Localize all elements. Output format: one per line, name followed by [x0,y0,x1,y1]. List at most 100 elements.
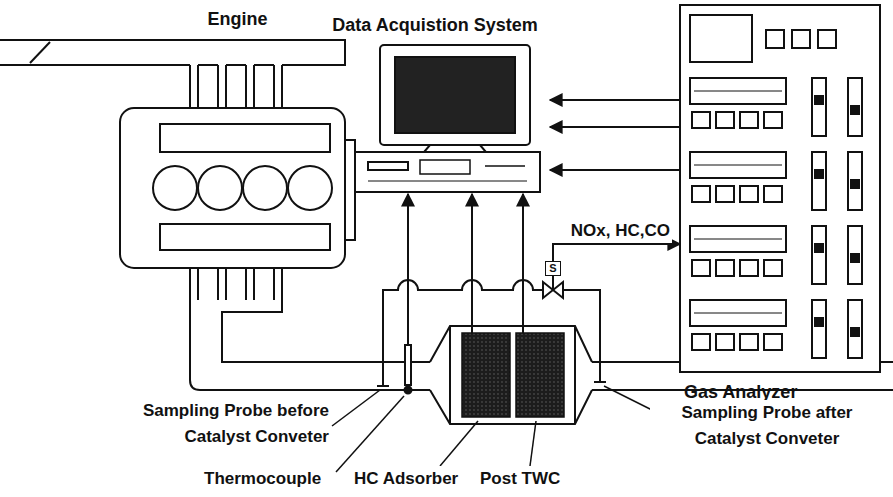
gas-analyzer-panel [812,300,826,358]
computer-drawing [355,45,540,192]
gas-analyzer-panel [716,260,734,276]
gas-analyzer-panel [815,318,823,326]
gas-analyzer-panel [692,186,710,202]
engine-drawing [243,166,287,210]
gas-analyzer-panel [694,239,782,240]
sensor-signal-lines [405,387,412,394]
gas-analyzer-panel [740,260,758,276]
gas-analyzer-panel [766,30,784,48]
data-acquisition-system: Data Acquistion System [320,14,550,194]
sampling-lines [377,276,606,386]
sampling-lines [377,385,389,387]
gas-analyzer-panel [694,91,782,92]
sampling-lines [594,381,606,383]
computer-drawing [420,160,470,174]
gas-analyzer: Gas Analyzer [680,5,882,403]
node-text: Data Acquistion System [332,14,537,37]
sampling-lines [552,276,554,290]
gas-analyzer-panel [764,186,782,202]
computer-drawing [368,181,527,182]
computer-drawing [355,152,540,192]
engine-drawing [190,300,430,390]
catalyst-converter [430,326,592,424]
hc-adsorber-brick [462,333,510,417]
part-label: Post TWC [478,466,562,492]
gas-analyzer-panel [694,313,782,314]
signal-arrow [550,169,680,171]
sensor-signal-lines [405,345,411,385]
computer-drawing [395,57,515,133]
node-text: S [549,263,556,274]
gas-analyzer-panel [851,106,859,114]
engine-drawing [160,124,330,152]
sampling-lines [383,280,600,386]
gas-analyzer-panel [764,334,782,350]
gas-analyzer-panel [815,96,823,104]
sensor-signal-lines [405,194,524,394]
gas-analyzer-panel [848,152,862,210]
gas-analyzer-panel [764,260,782,276]
gas-analyzer-panel [716,112,734,128]
node-text: Engine [207,8,267,31]
solenoid-valve-box: S [545,261,561,276]
part-label: HC Adsorber [352,466,460,492]
gas-analyzer-panel [690,78,786,104]
post-twc-brick [516,333,564,417]
gas-analyzer-panel [680,5,880,372]
engine-drawing [190,65,282,108]
gas-analyzer-panel [692,112,710,128]
engine-drawing [0,64,274,66]
gas-analyzer-panel [690,226,786,252]
gas-analyzer-panel [716,186,734,202]
gas-analyzer-panel [851,254,859,262]
gas-analyzer-panel [694,165,782,166]
signal-arrow [550,99,680,101]
gas-analyzer-panel [690,152,786,178]
gas-analyzer-panel [848,300,862,358]
gas-analyzer-panel [815,244,823,252]
computer-drawing [424,145,486,152]
gas-analyzer-panel [740,112,758,128]
part-label: Thermocouple [202,466,323,492]
gas-analyzer-panel [740,334,758,350]
gas-analyzer-panel [851,180,859,188]
gas-analyzer-panel [716,334,734,350]
engine-drawing [0,40,430,390]
sensor-signal-lines [407,194,409,345]
edge-label: NOx, HC,CO [569,218,672,244]
sensor-signal-lines [522,194,524,333]
sampling-lines [543,282,563,298]
gas-analyzer-panel [812,152,826,210]
computer-drawing [368,162,408,170]
gas-analyzer-panel [764,112,782,128]
engine-drawing [160,224,330,250]
sensor-signal-lines [471,194,473,333]
gas-analyzer-panel [848,226,862,284]
gas-analyzer-panel [692,334,710,350]
leader-lines [530,421,536,466]
signal-arrow [553,244,680,261]
gas-analyzer-panel [851,328,859,336]
computer-drawing [485,165,525,167]
engine-drawing [30,42,50,63]
leader-lines [332,390,380,426]
gas-analyzer-panel [818,30,836,48]
gas-analyzer-panel [690,15,752,62]
engine-drawing [153,166,197,210]
gas-analyzer-panel [812,78,826,136]
signal-arrow [550,126,680,128]
probe-label: Sampling Probe after Catalyst Conveter [650,400,884,451]
gas-analyzer-panel [740,186,758,202]
gas-analyzer-panel [848,78,862,136]
probe-label: Sampling Probe before Catalyst Conveter [95,398,331,449]
catalyst-converter [450,326,575,424]
engine-drawing [190,268,282,300]
engine-drawing [288,166,332,210]
leader-lines [336,396,404,472]
leader-lines [440,421,478,466]
engine-drawing [345,140,355,240]
gas-analyzer-panel [815,170,823,178]
engine-drawing [120,108,345,268]
